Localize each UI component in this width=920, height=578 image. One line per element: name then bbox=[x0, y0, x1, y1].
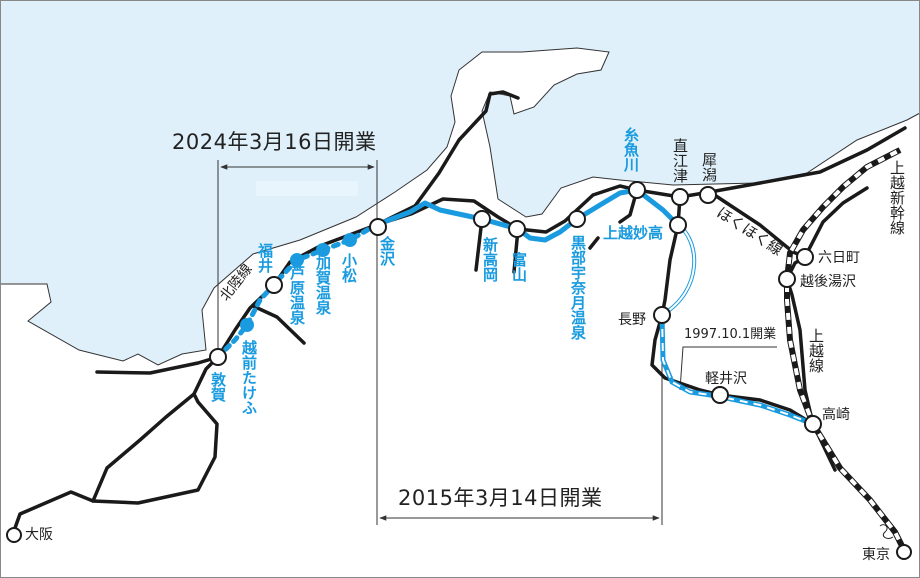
line-joetsu bbox=[785, 186, 869, 472]
station-awara-marker bbox=[290, 253, 304, 267]
station-muikamachi-marker bbox=[796, 248, 814, 266]
station-kanazawa-marker bbox=[369, 218, 387, 236]
station-label-shin-takaoka: 新高岡 bbox=[481, 237, 499, 282]
station-label-fukui: 福井 bbox=[256, 243, 274, 273]
station-label-kurobe-unazuki-onsen: 黒部宇奈月温泉 bbox=[569, 235, 587, 340]
station-osaka-marker bbox=[6, 527, 22, 543]
station-label-nagano: 長野 bbox=[618, 312, 646, 328]
station-label-kaga-onsen: 加賀温泉 bbox=[314, 255, 332, 315]
line-osaka-tsuruga-east bbox=[91, 392, 219, 505]
annotation-open-1997: 1997.10.1開業 bbox=[684, 327, 777, 342]
line-fukui-branch bbox=[251, 304, 306, 345]
station-echizen-takefu-marker bbox=[240, 318, 254, 332]
station-label-karuizawa: 軽井沢 bbox=[705, 371, 747, 387]
station-kaga-marker bbox=[316, 243, 330, 257]
leader-1997 bbox=[679, 346, 777, 391]
line-noto bbox=[374, 90, 520, 227]
shinkansen-nagano-takasaki-1997 bbox=[659, 314, 814, 427]
sea-highlight bbox=[256, 181, 358, 196]
station-tokyo-marker bbox=[896, 544, 912, 560]
station-label-saigata: 犀潟 bbox=[700, 152, 718, 182]
station-markers bbox=[6, 181, 912, 560]
station-label-joetsu-myoko: 上越妙高 bbox=[603, 224, 664, 242]
station-echigoyuzawa-marker bbox=[778, 270, 796, 288]
tokyo-approach bbox=[879, 524, 894, 539]
line-obama bbox=[95, 355, 220, 375]
line-label-joetsu-shinkansen: 上越新幹線 bbox=[888, 160, 906, 235]
station-tsuruga-marker bbox=[209, 348, 227, 366]
station-label-muikamachi: 六日町 bbox=[818, 250, 860, 266]
shinkansen-tsuruga-kanazawa-2024 bbox=[215, 222, 379, 360]
new-station-markers bbox=[240, 233, 357, 332]
station-joetsumyoko-marker bbox=[669, 216, 687, 234]
station-label-komatsu: 小松 bbox=[340, 253, 358, 283]
station-karuizawa-marker bbox=[711, 386, 729, 404]
line-oito-stub bbox=[588, 236, 600, 250]
station-naoetsu-marker bbox=[671, 188, 689, 206]
station-label-toyama: 富山 bbox=[510, 252, 528, 282]
annotation-open-2015: 2015年3月14日開業 bbox=[398, 486, 603, 510]
station-label-awara-onsen: 芦原温泉 bbox=[288, 265, 306, 325]
line-shinetsu-south bbox=[650, 313, 815, 426]
station-toyama-marker bbox=[508, 220, 526, 238]
station-shin-takaoka-marker bbox=[473, 210, 491, 228]
station-kurobe-marker bbox=[568, 210, 586, 228]
station-label-echigo-yuzawa: 越後湯沢 bbox=[800, 274, 856, 290]
station-takasaki-marker bbox=[804, 415, 822, 433]
station-komatsu-marker bbox=[343, 233, 357, 247]
station-label-itoigawa: 糸魚川 bbox=[622, 127, 640, 172]
shinkansen-joetsumyoko-nagano bbox=[660, 223, 697, 317]
station-label-echizen-takefu: 越前たけふ bbox=[240, 340, 258, 415]
station-itoigawa-marker bbox=[628, 181, 646, 199]
station-label-naoetsu: 直江津 bbox=[671, 138, 689, 183]
station-saigata-marker bbox=[699, 186, 717, 204]
station-label-tokyo: 東京 bbox=[862, 547, 890, 563]
sea-japan-sea bbox=[0, 0, 920, 366]
station-nagano-marker bbox=[653, 306, 671, 324]
bracket-2024 bbox=[217, 160, 378, 357]
station-label-osaka: 大阪 bbox=[25, 527, 53, 543]
line-label-joetsu: 上越線 bbox=[807, 328, 825, 373]
annotation-open-2024: 2024年3月16日開業 bbox=[172, 130, 377, 154]
joetsu-shinkansen bbox=[784, 147, 908, 554]
line-shinetsu-north bbox=[660, 195, 682, 317]
station-label-takasaki: 高崎 bbox=[822, 407, 850, 423]
station-fukui-marker bbox=[265, 276, 283, 294]
line-osaka-tsuruga-west bbox=[13, 355, 220, 530]
station-label-kanazawa: 金沢 bbox=[378, 236, 396, 266]
station-label-tsuruga: 敦賀 bbox=[209, 372, 227, 402]
